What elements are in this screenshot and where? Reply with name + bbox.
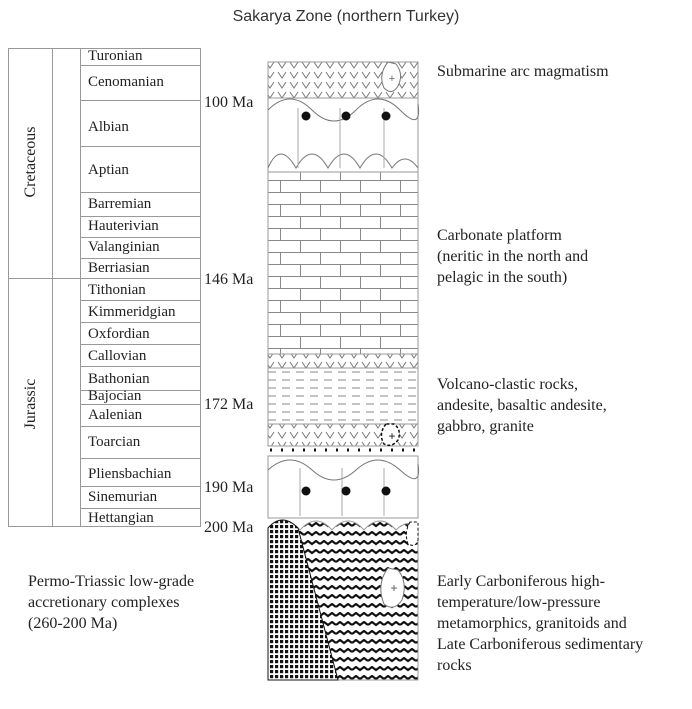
description-line: gabbro, granite [437, 418, 534, 435]
stage-label: Barremian [88, 196, 152, 212]
stage-label: Bajocian [88, 388, 142, 404]
description-line: (260-200 Ma) [28, 615, 118, 632]
description-carboniferous: Early Carboniferous high- temperature/lo… [437, 571, 643, 676]
stage-label: Bathonian [88, 371, 150, 387]
description-carbonate-platform: Carbonate platform (neritic in the north… [437, 225, 588, 288]
description-line: Late Carboniferous sedimentary [437, 636, 644, 653]
stage-table [8, 48, 201, 527]
pillow-dot [301, 486, 311, 496]
diagram-title: Sakarya Zone (northern Turkey) [232, 8, 460, 25]
description-volcano-clastic: Volcano-clastic rocks, andesite, basalti… [437, 374, 607, 437]
stage-label: Aalenian [88, 407, 143, 423]
description-line: Carbonate platform [437, 227, 562, 244]
svg-text:+: + [390, 581, 397, 595]
stage-label: Kimmeridgian [88, 304, 176, 320]
stage-label: Valanginian [88, 239, 160, 255]
description-line: rocks [437, 657, 472, 674]
age-label-190: 190 Ma [204, 479, 254, 496]
description-line: (neritic in the north and [437, 248, 589, 265]
description-line: Volcano-clastic rocks, [437, 376, 578, 393]
stage-label: Pliensbachian [88, 466, 172, 482]
description-line: metamorphics, granitoids and [437, 615, 627, 632]
age-label-200: 200 Ma [204, 519, 254, 536]
stage-label: Tithonian [88, 282, 146, 298]
description-line: andesite, basaltic andesite, [437, 397, 607, 414]
description-line: pelagic in the south) [437, 269, 568, 286]
pillow-dot [341, 486, 351, 496]
stage-label: Callovian [88, 348, 147, 364]
svg-text:+: + [389, 73, 395, 85]
pillow-dot [381, 111, 391, 121]
pillow-dot [301, 111, 311, 121]
stage-label: Oxfordian [88, 326, 150, 342]
stage-label: Aptian [88, 162, 129, 178]
pillow-dot [341, 111, 351, 121]
age-label-146: 146 Ma [204, 271, 254, 288]
svg-text:+: + [388, 429, 395, 443]
stage-label: Hauterivian [88, 218, 159, 234]
age-label-100: 100 Ma [204, 94, 254, 111]
description-submarine-arc: Submarine arc magmatism [437, 63, 609, 80]
stage-label: Cenomanian [88, 74, 164, 90]
stage-label: Turonian [88, 48, 143, 64]
stage-label: Albian [88, 119, 129, 135]
description-line: Permo-Triassic low-grade [28, 573, 195, 590]
description-line: accretionary complexes [28, 594, 180, 611]
description-line: temperature/low-pressure [437, 594, 601, 611]
stage-label: Toarcian [88, 434, 141, 450]
lithology-column: + + + [267, 61, 420, 681]
period-label-jurassic: Jurassic [22, 378, 39, 430]
stage-label: Berriasian [88, 260, 150, 276]
age-label-172: 172 Ma [204, 396, 254, 413]
description-line: Early Carboniferous high- [437, 573, 605, 590]
pillow-dot [381, 486, 391, 496]
stage-label: Sinemurian [88, 489, 158, 505]
period-label-cretaceous: Cretaceous [22, 126, 39, 198]
stage-label: Hettangian [88, 510, 154, 526]
description-permo-triassic: Permo-Triassic low-grade accretionary co… [28, 571, 194, 634]
